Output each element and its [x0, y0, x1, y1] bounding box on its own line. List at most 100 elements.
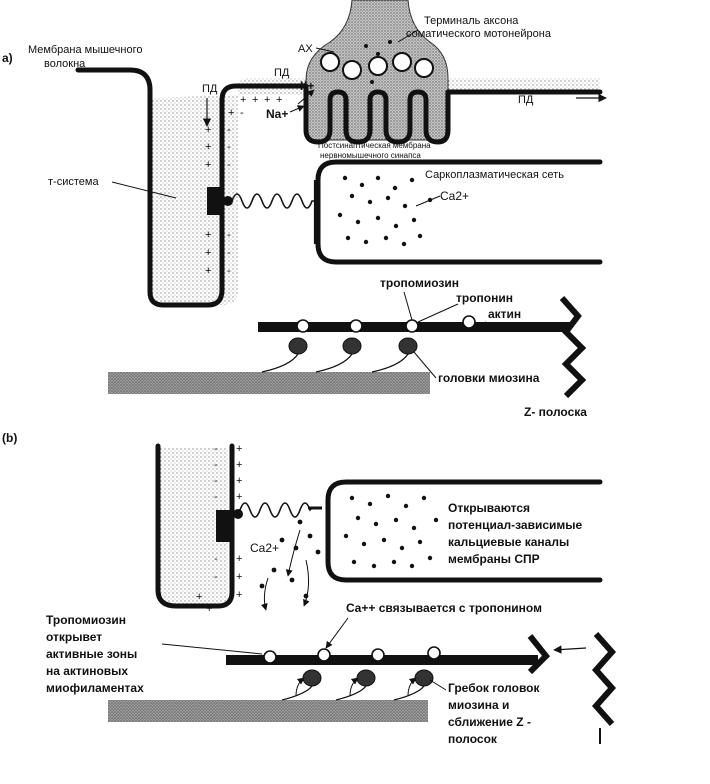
svg-text:+: + [205, 124, 211, 136]
na-arrow [289, 105, 305, 113]
k-ion-label: К+ [300, 79, 314, 93]
myosin-heads [261, 337, 418, 373]
axon-terminal-label-line1: Терминаль аксона [424, 15, 519, 27]
svg-text:-: - [214, 459, 218, 471]
svg-text:-: - [240, 107, 244, 119]
svg-text:-: - [214, 553, 218, 565]
tropomyosin-label: тропомиозин [380, 276, 459, 290]
sr-calcium-dots [337, 175, 433, 247]
coupling-spring [231, 193, 316, 209]
panel-b-tag: (b) [2, 431, 17, 445]
svg-text:-: - [227, 247, 231, 259]
ap-label-left: ПД [202, 83, 218, 95]
open-channels-label-line3: кальциевые каналы [448, 535, 569, 549]
stroke-label-line3: сближение Z - [448, 715, 531, 729]
svg-text:-: - [227, 159, 231, 171]
svg-text:-: - [214, 475, 218, 487]
ryanodine-receptor-b [233, 509, 243, 519]
svg-text:-: - [227, 229, 231, 241]
membrane-label-line1: Мембрана мышечного [28, 44, 143, 56]
t-tubule-lumen-b [158, 448, 228, 608]
svg-text:+: + [264, 94, 270, 106]
ca-binds-label: Ca++ связывается с тропонином [346, 601, 542, 615]
troponin-group-b [263, 646, 441, 664]
membrane-label-line2: волокна [44, 58, 86, 70]
svg-text:+: + [236, 589, 242, 601]
svg-text:+: + [236, 553, 242, 565]
axon-terminal-pointer [397, 29, 419, 43]
panel-a-tag: a) [2, 51, 13, 65]
stroke-label-line1: Гребок головок [448, 681, 540, 695]
svg-text:+: + [228, 107, 234, 119]
tropomyosin-opens-pointer [161, 643, 263, 655]
voltage-sensor [207, 187, 222, 215]
svg-text:+: + [236, 443, 242, 455]
svg-text:-: - [227, 124, 231, 136]
stroke-label-line2: миозина и [448, 698, 509, 712]
myosin-filament [108, 372, 430, 394]
panel-a: a) [2, 0, 607, 419]
troponin-label: тропонин [456, 291, 513, 305]
tropomyosin-pointer [403, 291, 413, 321]
tropomyosin-opens-line3: активные зоны [46, 647, 137, 661]
t-system-label: т-система [48, 176, 99, 188]
ryanodine-receptor [223, 196, 233, 206]
fiber-membrane [75, 67, 603, 308]
svg-text:+: + [205, 247, 211, 259]
sr-calcium-dots-b [343, 493, 439, 569]
panel-b: (b) [2, 431, 617, 746]
troponin-group [296, 315, 476, 333]
svg-text:+: + [236, 475, 242, 487]
tropomyosin-opens-line1: Тропомиозин [46, 613, 126, 627]
svg-text:-: - [227, 141, 231, 153]
sarcoplasmic-reticulum-b [325, 479, 603, 583]
svg-text:-: - [227, 265, 231, 277]
z-band-label: Z- полоска [524, 405, 587, 419]
svg-text:+: + [236, 491, 242, 503]
tropomyosin-opens-line5: миофиламентах [46, 681, 144, 695]
ca-pointer-a [415, 195, 441, 207]
t-tubule-membrane-b [155, 443, 235, 609]
myosin-heads-b [281, 669, 434, 701]
z-approach-arrow [553, 645, 587, 654]
z-band [559, 296, 587, 399]
z-band-b [591, 632, 617, 726]
tropomyosin-opens-line2: открывет [46, 630, 102, 644]
postsynaptic-label-line1: Постсинаптическая мембрана [318, 141, 431, 150]
coupling-spring-b [239, 502, 313, 518]
svg-text:+: + [236, 459, 242, 471]
actin-label: актин [488, 307, 521, 321]
z-band-b-head [527, 634, 551, 675]
ach-pointer [315, 47, 335, 53]
calcium-release-arrows [260, 529, 310, 611]
voltage-sensor-b [216, 510, 231, 542]
myosin-filament-b [108, 700, 428, 722]
myosin-heads-pointer [413, 351, 437, 379]
open-channels-label-line1: Открываются [448, 501, 530, 515]
svg-text:+: + [206, 603, 212, 615]
axon-terminal-label-line2: соматического мотонейрона [406, 28, 552, 40]
svg-text:-: - [214, 443, 218, 455]
t-system-pointer [111, 181, 177, 199]
svg-text:-: - [214, 491, 218, 503]
ap-label-right: ПД [518, 94, 534, 106]
svg-text:+: + [240, 94, 246, 106]
svg-text:+: + [205, 229, 211, 241]
tropomyosin-opens-line4: на актиновых [46, 664, 128, 678]
myosin-heads-label: головки миозина [438, 371, 540, 385]
k-arrow [297, 89, 315, 105]
svg-text:+: + [276, 94, 282, 106]
stroke-pointer [429, 679, 447, 691]
svg-text:+: + [205, 141, 211, 153]
open-channels-label-line2: потенциал-зависимые [448, 518, 583, 532]
troponin-pointer [417, 303, 459, 323]
svg-text:+: + [196, 591, 202, 603]
released-calcium [259, 519, 321, 599]
membrane-charges: ++++++ ------ ++++ +- [205, 94, 282, 277]
synaptic-vesicles [320, 40, 434, 84]
sarcoplasmic-reticulum [315, 159, 603, 265]
sr-label: Саркоплазматическая сеть [425, 169, 564, 181]
svg-text:+: + [236, 571, 242, 583]
actin-pointer [475, 321, 487, 327]
